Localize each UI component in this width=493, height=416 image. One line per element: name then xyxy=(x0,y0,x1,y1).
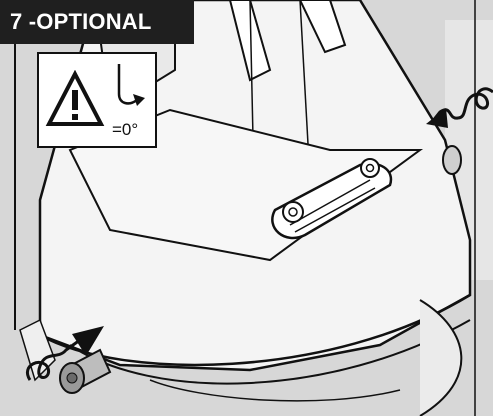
screw-left xyxy=(282,201,304,223)
bolt-bottom-left xyxy=(19,318,112,394)
rotation-direction-icon xyxy=(117,64,145,106)
rotation-angle-value: =0° xyxy=(112,120,139,139)
warning-triangle-icon xyxy=(45,70,105,126)
rotation-arrow-right-icon xyxy=(426,87,493,128)
rotation-notice-box: =0° xyxy=(37,52,157,148)
step-label: 7 -OPTIONAL xyxy=(0,0,194,44)
screw-right xyxy=(360,158,380,178)
side-screw-right xyxy=(442,145,462,175)
rotation-arrow-left-icon xyxy=(26,326,104,381)
